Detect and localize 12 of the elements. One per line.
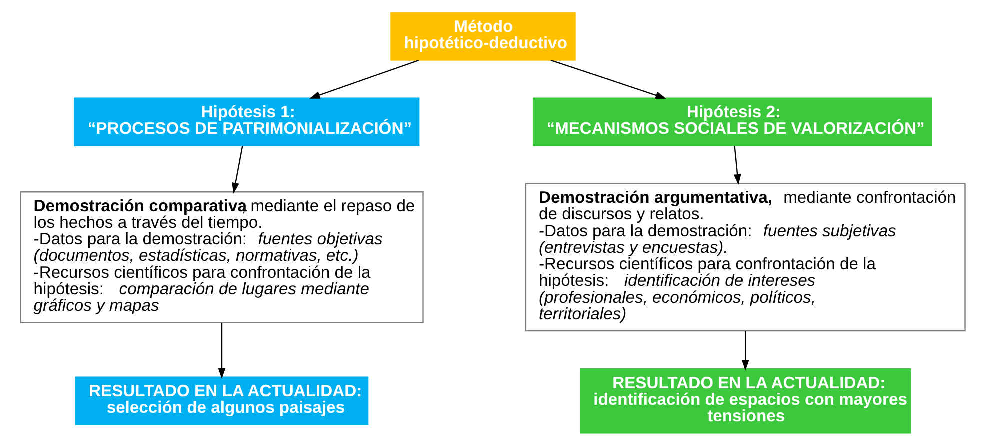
node-box: Hipótesis 1: “PROCESOS DE PATRIMONIALIZACIÓN” — [74, 98, 420, 146]
arrow — [309, 60, 420, 99]
arrow — [218, 323, 226, 379]
arrow — [550, 60, 666, 100]
node-box: RESULTADO EN LA ACTUALIDAD: identificación de espacios con mayores tensiones — [580, 368, 912, 434]
node-box: Hipótesis 2: “MECANISMOS SOCIALES DE VALORIZACIÓN” — [533, 98, 932, 146]
arrow — [232, 146, 244, 194]
node-box: Demostración argumentativa, mediante confrontación de discursos y relatos. -Datos para la demostración: fuentes subjetivas (entrevistas y encuestas). -Recursos científicos para confrontación de la hipótesis: identificación de intereses (profesionales, económicos, políticos, territoriales) — [525, 183, 966, 332]
node-box: Método hipotético-deductivo — [390, 12, 576, 61]
arrow — [742, 331, 750, 371]
arrow — [734, 146, 742, 186]
node-box: RESULTADO EN LA ACTUALIDAD: selección de algunos paisajes — [75, 376, 369, 426]
